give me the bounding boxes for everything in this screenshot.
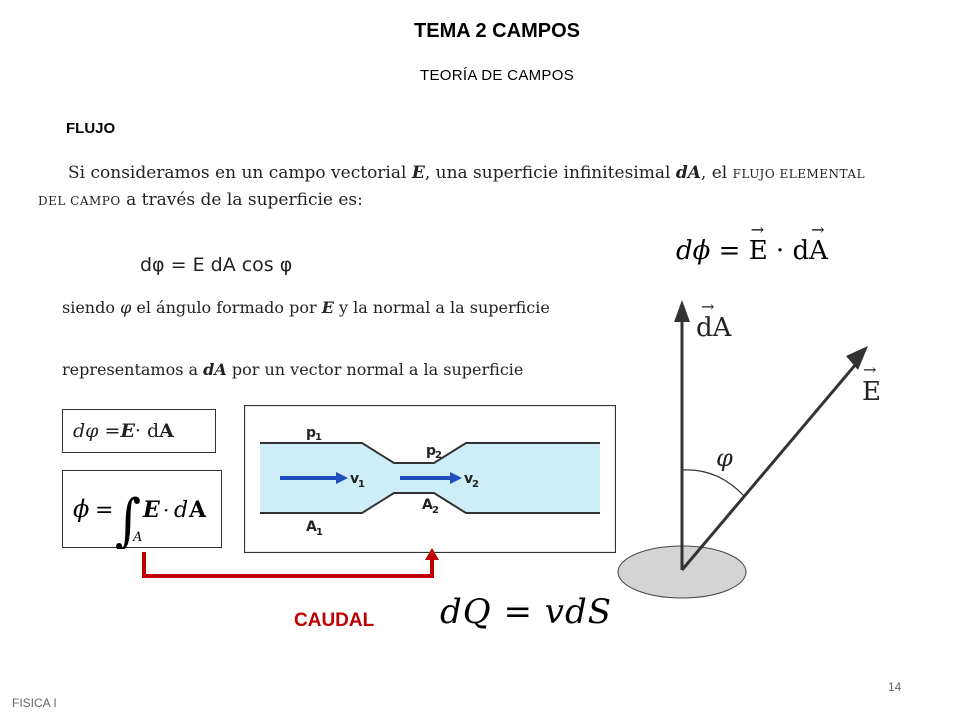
text: · d [767,236,810,266]
caudal-connector-arrow [142,548,439,578]
page-subtitle: TEORÍA DE CAMPOS [420,67,574,84]
text: el ángulo formado por [131,298,322,317]
normal-arrowhead [674,300,690,322]
angle-phi-label: φ [716,444,733,472]
symbol-A: A [188,497,207,523]
text: siendo [62,298,121,317]
velocity-arrowhead-2 [450,472,462,484]
label-A1: A [306,519,317,535]
intro-text: , el [700,163,733,183]
symbol-E: E [142,497,161,523]
symbol-phi: φ [120,298,132,317]
caudal-label: CAUDAL [294,610,375,631]
symbol-E: E [321,298,334,317]
symbol-A: A [809,236,828,266]
vector-arrow-glyph: → [701,297,714,316]
symbol-E: E [120,420,135,442]
symbol-phi: ϕ [73,495,89,523]
label-A2-sub: 2 [432,505,439,516]
field-arrowhead [846,346,868,370]
connector-line [142,552,434,578]
small-caps-text: FLUJO ELEMENTAL [732,167,866,181]
connector-arrowhead [425,548,439,560]
flux-scalar-formula: dφ = E dA cos φ [140,254,293,276]
vector-A: →A [809,220,828,266]
dot-operator: · [163,498,169,522]
label-A2: A [422,497,433,513]
fluid-flow-diagram: p 1 p 2 v 1 v 2 A 2 A 1 [244,405,616,553]
angle-definition: siendo φ el ángulo formado por E y la no… [62,298,550,317]
integral-subscript: A [132,530,142,545]
text: dφ = [73,420,121,442]
integral-sign: ∫ [115,487,141,549]
text: dϕ = [676,236,749,266]
label-p1: p [306,425,316,441]
section-heading: FLUJO [66,120,116,137]
angle-arc [681,469,745,497]
vector-flux-formula: dϕ = →E · d→A [676,220,828,266]
label-p1-sub: 1 [315,432,322,443]
text: por un vector normal a la superficie [226,360,524,379]
text: representamos a [62,360,204,379]
page-title: TEMA 2 CAMPOS [414,20,580,42]
text: · d [134,420,160,442]
symbol-d: d [174,498,188,523]
symbol-E: E [411,163,425,183]
field-vector-E [680,363,858,571]
footer-course: FISICA I [12,696,57,710]
symbol-A: A [159,420,174,442]
label-v2-sub: 2 [472,479,479,490]
label-v2: v [464,471,473,487]
intro-text: Si consideramos en un campo vectorial [68,163,412,183]
flux-integral-formula-box: ϕ = ∫ A E · d A [62,470,222,554]
equals-sign: = [95,498,113,523]
vector-E: →E [748,220,768,266]
intro-text: , una superficie infinitesimal [424,163,676,183]
label-v1-sub: 1 [358,479,365,490]
intro-paragraph: Si consideramos en un campo vectorial E,… [38,160,888,214]
dA-vector-label: dA [696,313,733,343]
vector-arrow-glyph: → [863,360,876,379]
velocity-arrowhead-1 [336,472,348,484]
symbol-E: E [748,236,768,266]
integral-formula: ϕ = ∫ A E · d A [73,487,207,554]
flux-vector-diagram: dA → E → φ [617,297,881,599]
normal-vector-note: representamos a dA por un vector normal … [62,360,523,379]
label-p2: p [426,443,436,459]
label-p2-sub: 2 [435,450,442,461]
intro-text: a través de la superficie es: [120,190,363,210]
page-number: 14 [888,680,902,694]
small-caps-text: DEL CAMPO [38,194,121,208]
symbol-dA: dA [675,163,701,183]
pipe-bottom-wall [260,492,600,514]
E-vector-label: E [862,377,881,407]
symbol-dA: dA [203,360,227,379]
caudal-formula: dQ = vdS [440,592,613,632]
label-A1-sub: 1 [316,527,323,538]
pipe-top-wall [260,442,600,464]
label-v1: v [350,471,359,487]
text: y la normal a la superficie [333,298,550,317]
